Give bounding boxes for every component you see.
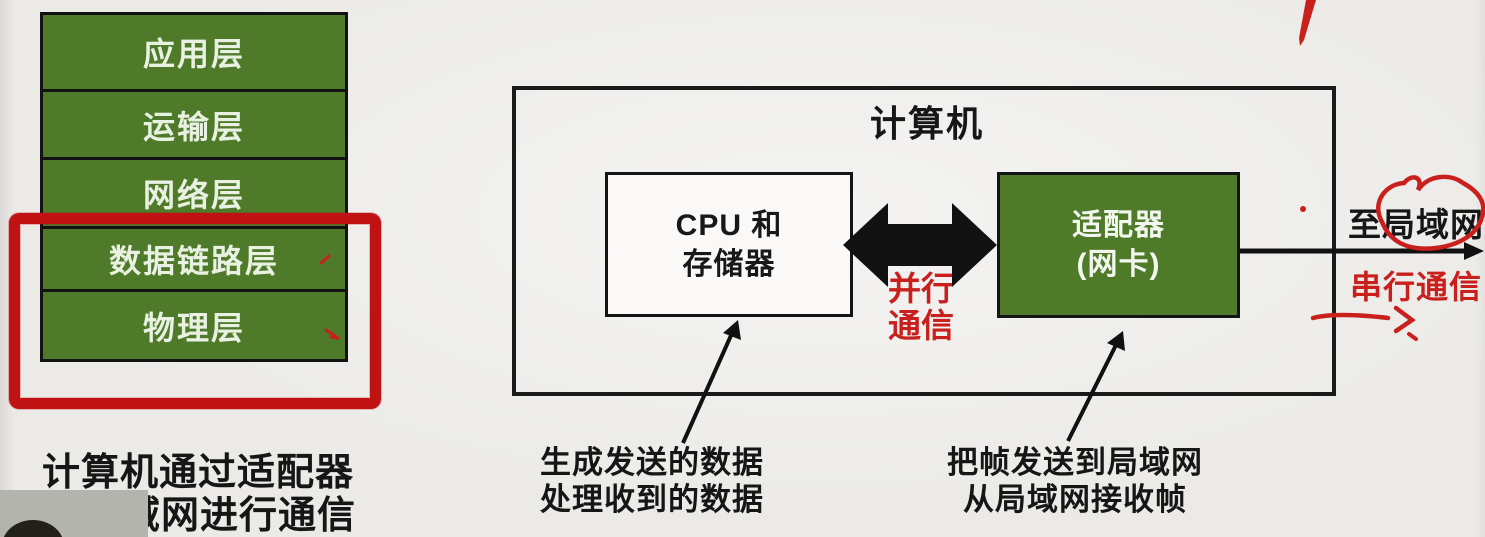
adapter-note-line1: 把帧发送到局域网 xyxy=(947,445,1203,480)
layer-label: 物理层 xyxy=(142,309,245,346)
layer-application: 应用层 xyxy=(40,12,348,92)
adapter-nic-box: 适配器 (网卡) xyxy=(997,172,1240,318)
layer-physical: 物理层 xyxy=(40,289,348,362)
red-pen-dot-comma xyxy=(1407,332,1418,341)
caption-line2: 域网进行通信 xyxy=(122,495,357,537)
parallel-label-line2: 通信 xyxy=(888,307,954,344)
parallel-label-line1: 并行 xyxy=(888,270,954,307)
cpu-box-line2: 存储器 xyxy=(682,247,776,281)
caption-line1: 计算机通过适配器 xyxy=(42,452,355,494)
cpu-annotation-note: 生成发送的数据 处理收到的数据 xyxy=(540,444,764,518)
adapter-annotation-note: 把帧发送到局域网 从局域网接收帧 xyxy=(947,444,1203,518)
red-pen-stroke-top xyxy=(1299,0,1316,46)
computer-outline-box xyxy=(512,86,1336,396)
webcam-overlay xyxy=(0,490,148,537)
presenter-head xyxy=(2,520,64,537)
layer-datalink: 数据链路层 xyxy=(40,226,348,292)
layer-label: 数据链路层 xyxy=(108,243,279,279)
cpu-note-line1: 生成发送的数据 xyxy=(540,445,764,480)
cpu-memory-box: CPU 和 存储器 xyxy=(605,172,853,317)
red-pen-arrowhead xyxy=(1393,305,1416,334)
layer-label: 应用层 xyxy=(142,36,245,72)
to-lan-label: 至局域网 xyxy=(1348,206,1484,243)
layer-transport: 运输层 xyxy=(40,89,348,160)
adapter-note-line2: 从局域网接收帧 xyxy=(963,482,1187,517)
adapter-box-line2: (网卡) xyxy=(1076,248,1161,281)
layer-label: 网络层 xyxy=(142,177,245,213)
red-highlight-rectangle xyxy=(9,213,381,409)
computer-title: 计算机 xyxy=(869,103,984,144)
adapter-box-line1: 适配器 xyxy=(1072,209,1165,242)
cpu-box-line1: CPU 和 xyxy=(675,208,783,242)
serial-communication-label: 串行通信 xyxy=(1350,269,1483,305)
cpu-note-line2: 处理收到的数据 xyxy=(540,482,764,517)
parallel-communication-label: 并行 通信 xyxy=(888,270,954,344)
layer-label: 运输层 xyxy=(142,108,245,145)
